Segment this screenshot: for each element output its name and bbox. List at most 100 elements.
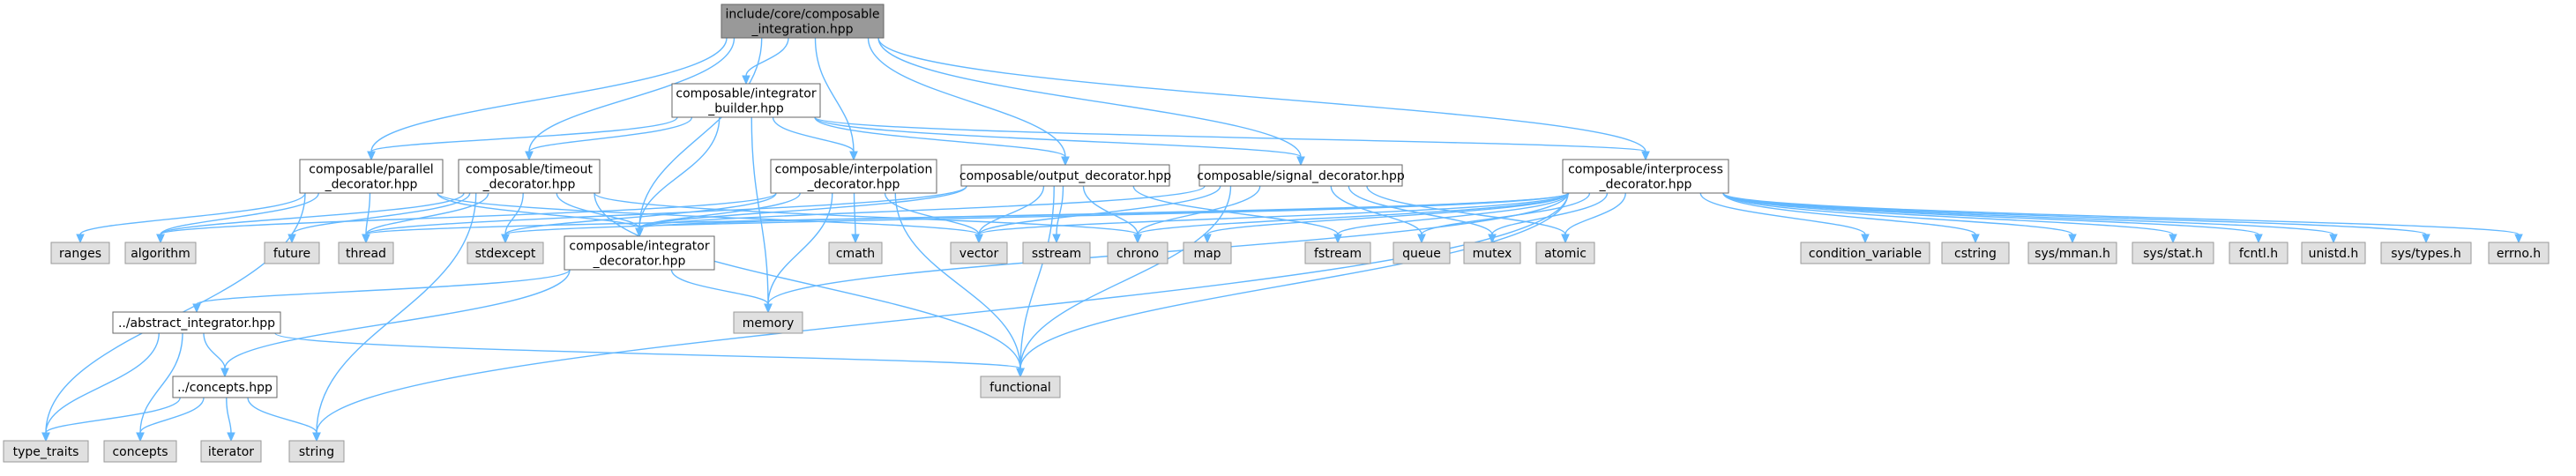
edge-line [160,192,777,235]
node-sys-stat: sys/stat.h [2132,242,2214,264]
node-label: composable/integrator [569,240,709,254]
node-box [733,311,803,334]
edge-interprocess-to-fstream [1333,192,1570,244]
edge-abstract-to-functional [274,332,1025,378]
edge-arrowhead [764,303,773,314]
node-interpolation[interactable]: composable/interpolation_decorator.hpp [770,159,937,194]
edge-interprocess-to-sys-mman [1722,192,2077,244]
node-label: functional [989,381,1051,395]
node-interprocess[interactable]: composable/interprocess_decorator.hpp [1562,159,1729,194]
node-box [264,242,320,264]
node-box [1198,164,1403,187]
edge-line [365,192,489,235]
edge-line [1699,192,1866,235]
nodes-layer: include/core/composable_integration.hppc… [3,4,2550,463]
node-timeout[interactable]: composable/timeout_decorator.hpp [458,159,601,194]
node-label: ../abstract_integrator.hpp [118,316,275,331]
edge-line [139,397,205,434]
edge-arrowhead [2422,234,2430,244]
node-type-traits: type_traits [3,440,89,463]
node-concepts-hpp[interactable]: ../concepts.hpp [172,376,278,398]
node-fstream: fstream [1304,242,1371,264]
edge-arrowhead [1971,234,1980,244]
node-ranges: ranges [50,242,110,264]
node-label: string [299,445,334,459]
edge-arrowhead [1052,234,1061,244]
edge-integrator-dec-to-memory [670,269,773,314]
node-label: future [273,247,310,261]
node-box [338,242,394,264]
node-parallel[interactable]: composable/parallel_decorator.hpp [299,159,444,194]
edge-parallel-to-ranges [76,192,306,244]
node-integrator-dec[interactable]: composable/integrator_decorator.hpp [564,235,715,271]
edge-line [1491,192,1609,235]
node-box [2027,242,2117,264]
edge-arrowhead [1061,156,1070,167]
edge-line [203,332,226,369]
node-box [1107,242,1169,264]
edge-root-to-builder [742,37,789,86]
edge-line [196,269,571,305]
edge-line [750,116,769,305]
edge-line [1722,192,2334,235]
node-box [1304,242,1371,264]
node-label: queue [1402,247,1441,261]
node-label: mutex [1473,247,1512,261]
edge-line [978,192,1569,235]
edge-arrowhead [851,234,860,244]
node-label: errno.h [2497,247,2541,261]
node-builder[interactable]: composable/integrator_builder.hpp [671,83,821,118]
node-label: composable/timeout [466,163,593,177]
edge-output-to-vector [974,185,1045,244]
edge-line [1722,192,2427,235]
node-box [50,242,110,264]
edge-arrowhead [2329,234,2338,244]
edge-interprocess-to-condition-variable [1699,192,1870,244]
node-cstring: cstring [1941,242,2010,264]
node-label: concepts [112,445,168,459]
edge-line [226,397,232,434]
node-label: composable/integrator [676,87,816,101]
node-box [2229,242,2289,264]
edge-arrowhead [362,234,370,244]
node-label: type_traits [13,445,79,459]
node-signal[interactable]: composable/signal_decorator.hpp [1197,164,1405,187]
edge-concepts-hpp-to-iterator [226,397,235,443]
node-abstract[interactable]: ../abstract_integrator.hpp [112,311,281,334]
node-condition-variable: condition_variable [1800,242,1930,264]
edge-line [1337,192,1570,235]
node-box [103,440,177,463]
node-sys-types: sys/types.h [2380,242,2472,264]
edge-line [638,37,763,229]
node-label: _integration.hpp [750,23,853,37]
edge-builder-to-interpolation [772,116,858,161]
edge-interpolation-to-cmath [851,192,860,244]
node-root[interactable]: include/core/composable_integration.hpp [721,4,885,39]
node-algorithm: algorithm [124,242,197,264]
node-label: sys/mman.h [2035,247,2110,261]
edge-line [274,332,1021,369]
edge-line [365,192,371,235]
node-label: vector [959,247,999,261]
node-box [960,164,1170,187]
edge-arrowhead [1561,234,1570,244]
edge-line [853,192,856,235]
edge-timeout-to-future [287,192,471,244]
node-label: cmath [836,247,875,261]
edge-line [291,192,471,235]
node-label: fcntl.h [2239,247,2278,261]
node-output[interactable]: composable/output_decorator.hpp [959,164,1171,187]
node-box [200,440,262,463]
edge-builder-to-parallel [367,116,678,161]
node-box [467,242,544,264]
edge-arrowhead [287,234,296,244]
node-label: composable/parallel [309,163,433,177]
node-box [564,235,715,271]
node-label: ranges [59,247,101,261]
edge-line [814,116,1646,152]
edge-line [1019,185,1232,369]
edge-interprocess-to-unistd [1722,192,2338,244]
edge-arrowhead [227,432,235,443]
node-box [1941,242,2010,264]
edge-builder-to-output [814,116,1070,167]
